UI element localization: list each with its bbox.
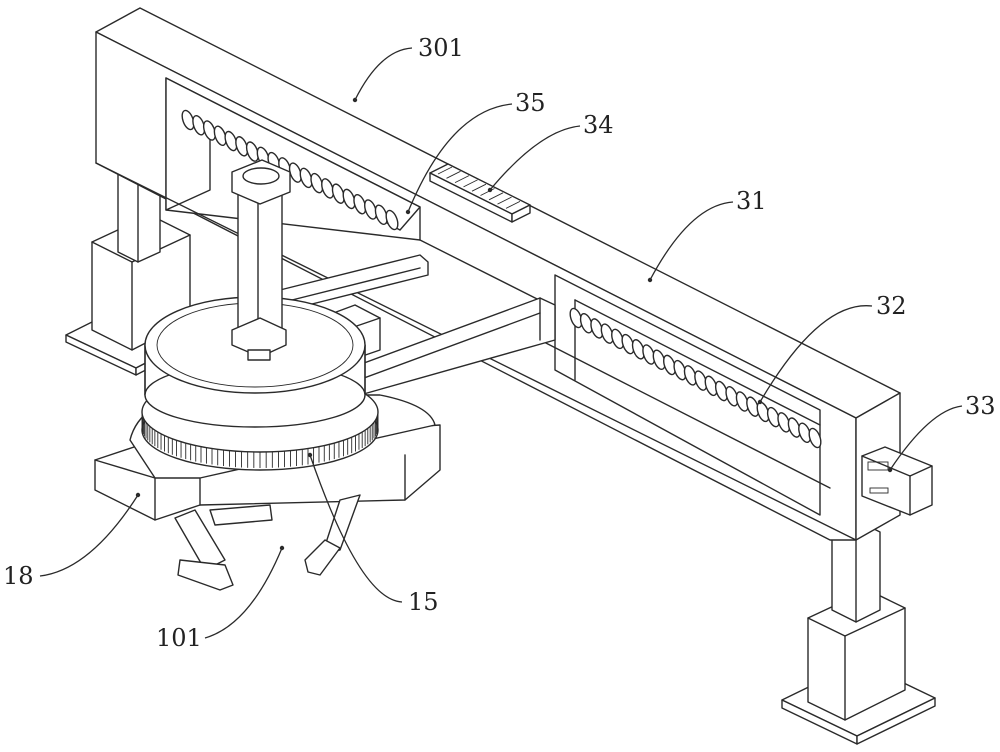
label-301: 301 [418, 34, 464, 62]
label-34: 34 [583, 111, 614, 139]
gripper-assembly [175, 495, 360, 590]
label-32: 32 [876, 292, 907, 320]
label-15: 15 [408, 588, 439, 616]
leader-arrowhead [308, 453, 312, 457]
leader-arrowhead [353, 98, 357, 102]
label-33: 33 [965, 392, 996, 420]
leader-arrowhead [488, 188, 492, 192]
leader-arrowhead [888, 468, 892, 472]
leader-arrowhead [406, 210, 410, 214]
leader-arrowhead [758, 400, 762, 404]
leader-line [650, 202, 733, 280]
label-101: 101 [156, 624, 202, 652]
leader-arrowhead [136, 493, 140, 497]
label-18: 18 [3, 562, 34, 590]
lift-cylinder [232, 160, 290, 360]
label-31: 31 [736, 187, 767, 215]
right-support-column [782, 520, 935, 744]
leader-line [355, 48, 412, 100]
leader-line [490, 126, 580, 190]
leader-arrowhead [648, 278, 652, 282]
label-35: 35 [515, 89, 546, 117]
leader-line [40, 495, 138, 576]
leader-arrowhead [280, 546, 284, 550]
